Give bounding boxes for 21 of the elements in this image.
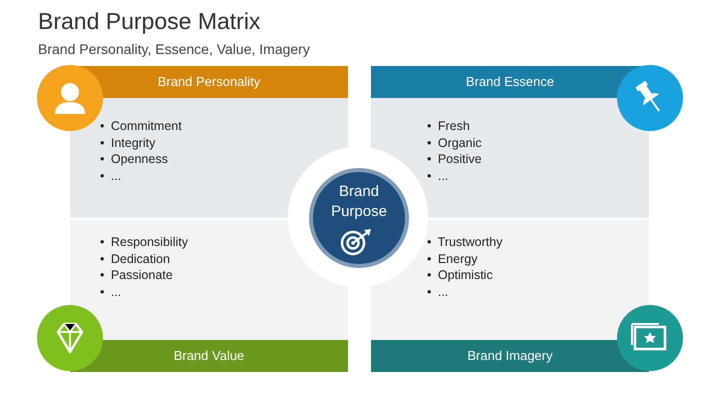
bullet-item: • Openness	[100, 151, 169, 168]
bullet-item: • ...	[100, 284, 122, 300]
bullet-item: • Passionate	[100, 267, 174, 284]
bullet-item: • Positive	[427, 151, 482, 168]
bullet-item: • Trustworthy	[427, 234, 502, 250]
bullet-item: • Energy	[427, 250, 478, 267]
bullet-item: • Responsibility	[100, 234, 188, 250]
bullet-item: • Fresh	[427, 118, 471, 134]
bullet-item: • Organic	[427, 134, 482, 151]
subtitle: Brand Personality, Essence, Value, Imagery	[38, 41, 310, 57]
bullet-item: • Integrity	[100, 134, 156, 151]
bullet-item: • ...	[100, 168, 122, 184]
bullet-item: • ...	[427, 168, 450, 184]
bullet-item: • Optimistic	[427, 267, 494, 284]
bullet-item: • Dedication	[100, 250, 171, 267]
slide-title: Brand Purpose Matrix	[38, 8, 260, 35]
quadrant-panel	[371, 220, 649, 372]
bullet-item: • ...	[427, 284, 450, 300]
quadrant-panel	[70, 220, 348, 372]
bullet-item: • Commitment	[100, 118, 182, 134]
center-label: Brand Purpose	[330, 182, 388, 222]
